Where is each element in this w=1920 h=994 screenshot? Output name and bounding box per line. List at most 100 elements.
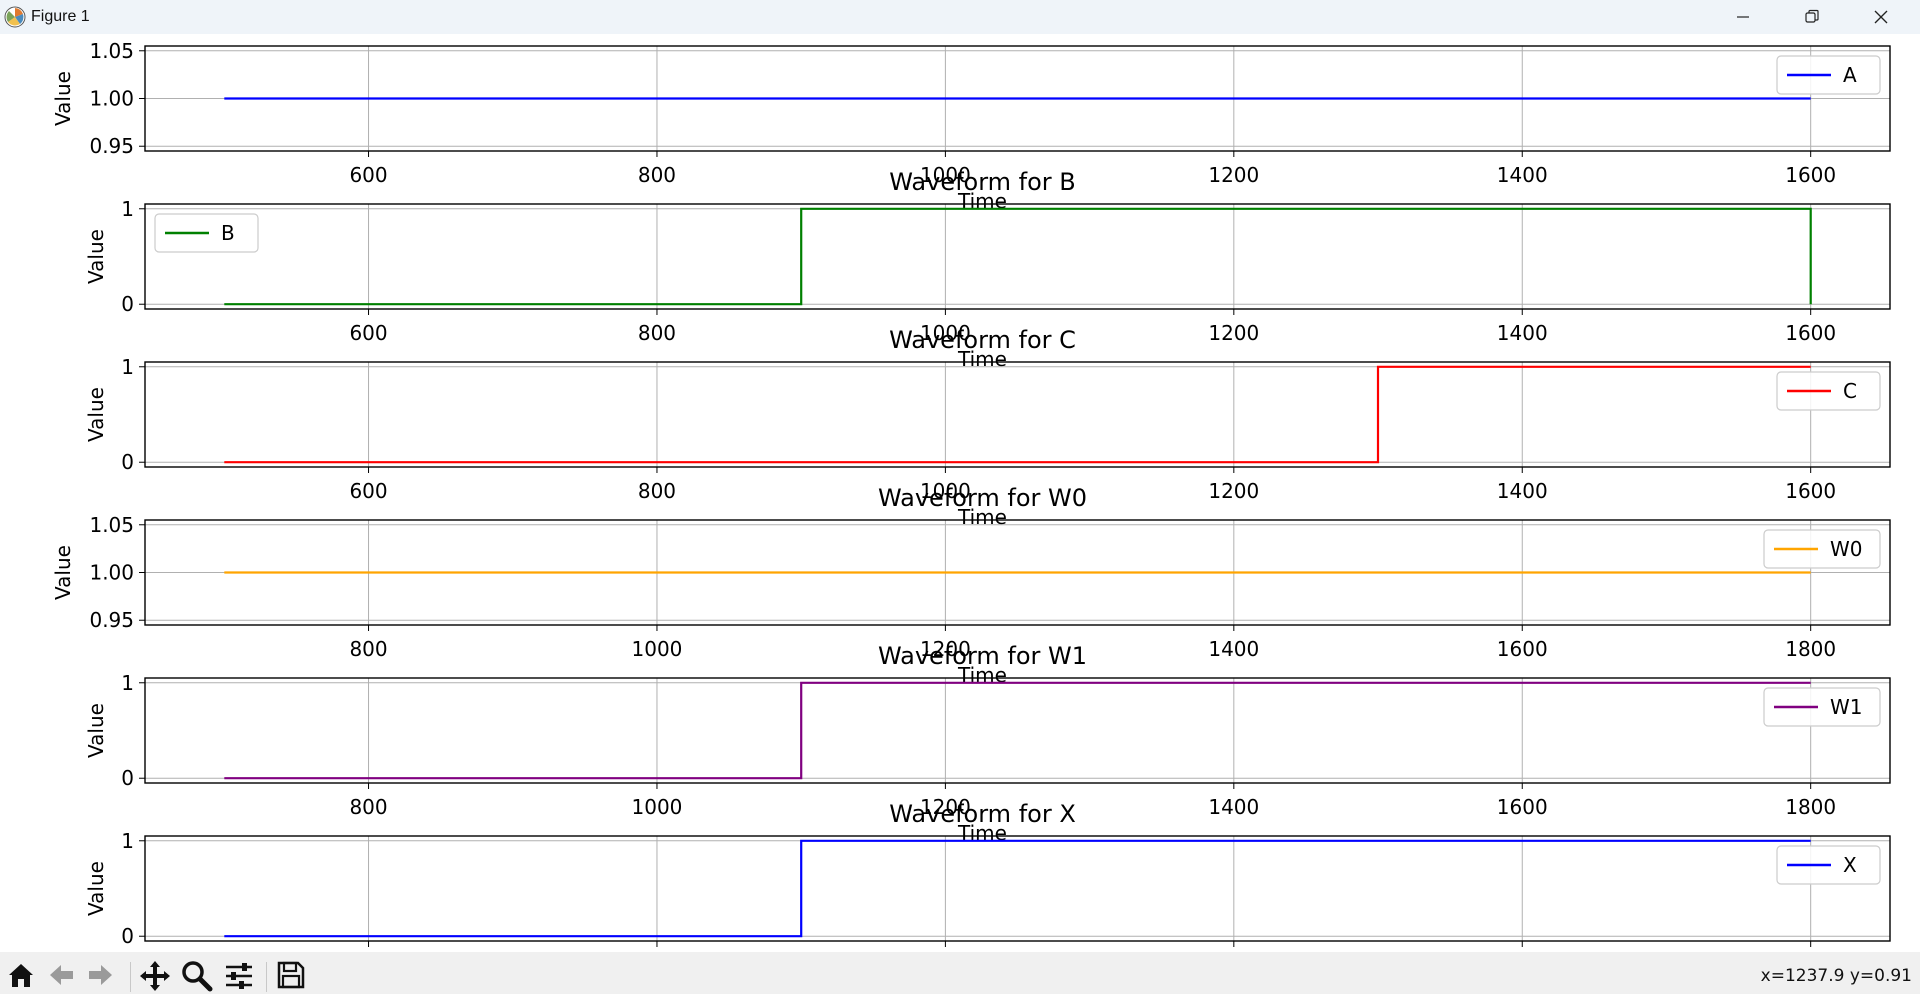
- x-tick-label: 600: [349, 163, 387, 187]
- legend-label: X: [1843, 853, 1857, 877]
- y-axis-label: Value: [84, 229, 108, 284]
- series-line-W1: [224, 681, 1811, 780]
- y-tick-label: 1: [121, 197, 134, 221]
- x-tick-label: 1000: [920, 479, 971, 503]
- y-tick-label: 1: [121, 671, 134, 695]
- legend: A: [1776, 55, 1881, 95]
- x-tick-label: 1000: [920, 163, 971, 187]
- y-axis-label: Value: [51, 545, 75, 600]
- configure-subplots-icon: [226, 963, 252, 989]
- matplotlib-logo-icon: [4, 6, 26, 28]
- x-tick-label: 800: [349, 637, 387, 661]
- x-tick-label: 1200: [1208, 479, 1259, 503]
- x-tick-label: 1600: [1785, 163, 1836, 187]
- minimize-icon: [1737, 16, 1749, 18]
- axes-frame: [144, 203, 1891, 310]
- series-line-B: [224, 207, 1812, 306]
- y-axis-label: Value: [84, 861, 108, 916]
- x-tick-label: 800: [638, 479, 676, 503]
- window-title: Figure 1: [31, 8, 90, 25]
- x-tick-label: 1400: [1497, 479, 1548, 503]
- x-tick-label: 1000: [920, 321, 971, 345]
- restore-icon: [1805, 9, 1819, 23]
- axes-frame: [144, 361, 1891, 468]
- x-tick-label: 1000: [632, 637, 683, 661]
- minimize-button[interactable]: [1709, 0, 1777, 34]
- y-tick-label: 1.05: [89, 513, 134, 537]
- y-tick-label: 0: [121, 924, 134, 948]
- cursor-coordinates: x=1237.9 y=0.91: [1760, 966, 1912, 986]
- restore-button[interactable]: [1778, 0, 1846, 34]
- x-tick-label: 1400: [1208, 637, 1259, 661]
- subplot-title: Waveform for B: [889, 168, 1076, 196]
- forward-arrow-icon: [89, 965, 112, 985]
- legend: C: [1776, 371, 1881, 411]
- y-tick-label: 1.05: [89, 39, 134, 63]
- subplot-title: Waveform for X: [889, 800, 1076, 828]
- y-tick-label: 1.00: [89, 561, 134, 585]
- forward-button[interactable]: [82, 960, 120, 994]
- subplot-title: Waveform for W0: [878, 484, 1087, 512]
- x-tick-label: 1200: [920, 637, 971, 661]
- save-icon: [277, 961, 305, 989]
- x-tick-label: 800: [638, 321, 676, 345]
- x-tick-label: 1600: [1497, 795, 1548, 819]
- legend: W1: [1763, 687, 1881, 727]
- subplot-6: Waveform for X8001000120014001600180001V…: [84, 800, 1891, 948]
- legend-label: A: [1843, 63, 1857, 87]
- back-arrow-icon: [50, 965, 73, 985]
- pan-button[interactable]: [136, 960, 174, 994]
- save-button[interactable]: [272, 960, 310, 994]
- y-tick-label: 0.95: [89, 608, 134, 632]
- y-axis-label: Value: [84, 387, 108, 442]
- series-line-X: [224, 839, 1811, 938]
- zoom-icon: [182, 961, 213, 992]
- zoom-button[interactable]: [178, 960, 216, 994]
- back-button[interactable]: [42, 960, 80, 994]
- x-tick-label: 1200: [1208, 163, 1259, 187]
- y-tick-label: 1.00: [89, 87, 134, 111]
- y-tick-label: 0: [121, 450, 134, 474]
- x-tick-label: 1200: [1208, 321, 1259, 345]
- close-icon: [1874, 10, 1888, 24]
- legend: W0: [1763, 529, 1881, 569]
- home-button[interactable]: [2, 960, 40, 994]
- navigation-toolbar: x=1237.9 y=0.91: [0, 952, 1920, 994]
- y-tick-label: 0: [121, 766, 134, 790]
- x-tick-label: 1600: [1785, 479, 1836, 503]
- legend-label: B: [221, 221, 235, 245]
- y-tick-label: 0.95: [89, 134, 134, 158]
- x-tick-label: 1600: [1497, 637, 1548, 661]
- y-axis-label: Value: [51, 71, 75, 126]
- close-button[interactable]: [1847, 0, 1915, 34]
- home-icon: [9, 964, 33, 987]
- y-tick-label: 1: [121, 829, 134, 853]
- y-tick-label: 1: [121, 355, 134, 379]
- x-tick-label: 1200: [920, 795, 971, 819]
- x-tick-label: 600: [349, 479, 387, 503]
- legend-box: [1763, 687, 1881, 727]
- axes-frame: [144, 677, 1891, 784]
- x-tick-label: 600: [349, 321, 387, 345]
- series-line-C: [224, 365, 1811, 464]
- y-axis-label: Value: [84, 703, 108, 758]
- x-tick-label: 1000: [632, 795, 683, 819]
- axes-frame: [144, 835, 1891, 942]
- x-tick-label: 1400: [1497, 321, 1548, 345]
- legend-label: W1: [1830, 695, 1863, 719]
- legend: X: [1776, 845, 1881, 885]
- title-bar: Figure 1: [0, 0, 1920, 34]
- x-tick-label: 1400: [1497, 163, 1548, 187]
- x-tick-label: 800: [638, 163, 676, 187]
- pan-icon: [140, 961, 170, 991]
- configure-subplots-button[interactable]: [220, 960, 258, 994]
- x-tick-label: 1600: [1785, 321, 1836, 345]
- x-tick-label: 1400: [1208, 795, 1259, 819]
- legend-label: W0: [1830, 537, 1863, 561]
- legend: B: [154, 213, 259, 253]
